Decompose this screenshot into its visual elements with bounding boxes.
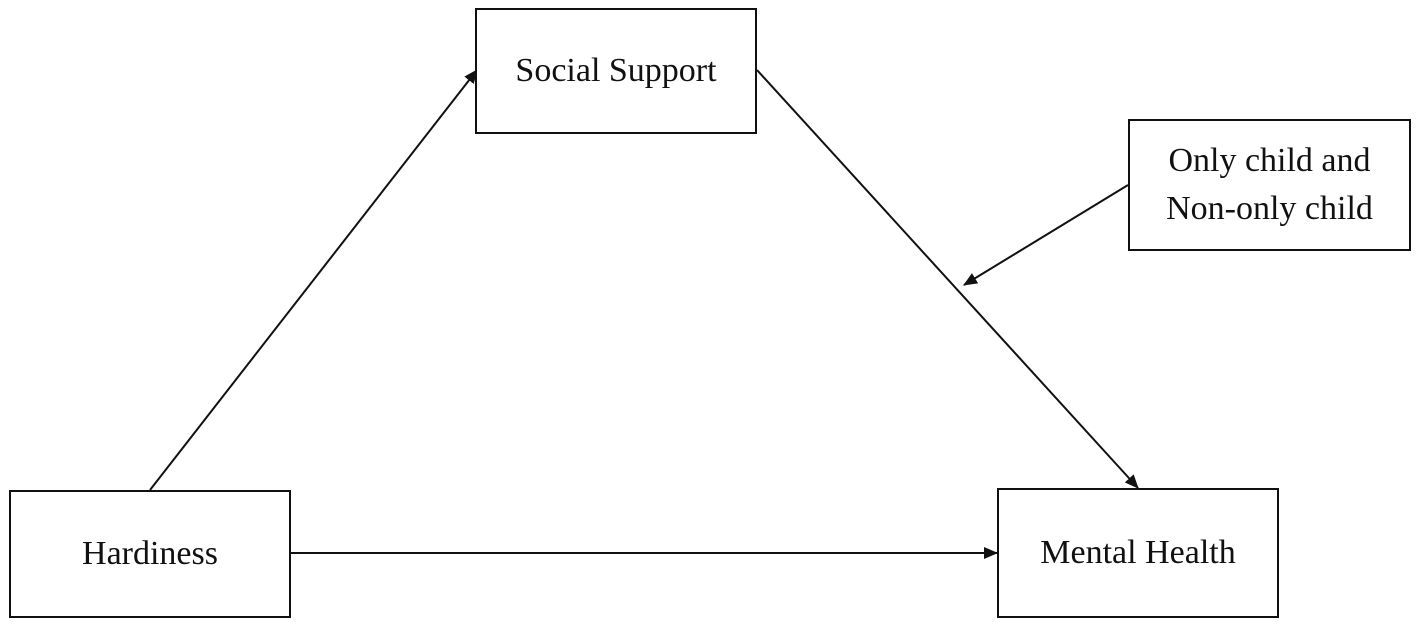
moderator-node: Only child and Non-only child [1128,119,1411,251]
hardiness-label: Hardiness [82,535,218,572]
edge-hardiness-to-social-support [149,69,478,491]
hardiness-node: Hardiness [9,490,291,618]
social-support-node: Social Support [475,8,757,134]
mental-health-node: Mental Health [997,488,1279,618]
mental-health-label: Mental Health [1040,534,1236,571]
moderator-label: Only child and Non-only child [1166,142,1373,227]
edge-moderator-to-path [963,184,1129,286]
social-support-label: Social Support [515,52,717,89]
edge-social-support-to-mental-health [756,69,1139,489]
